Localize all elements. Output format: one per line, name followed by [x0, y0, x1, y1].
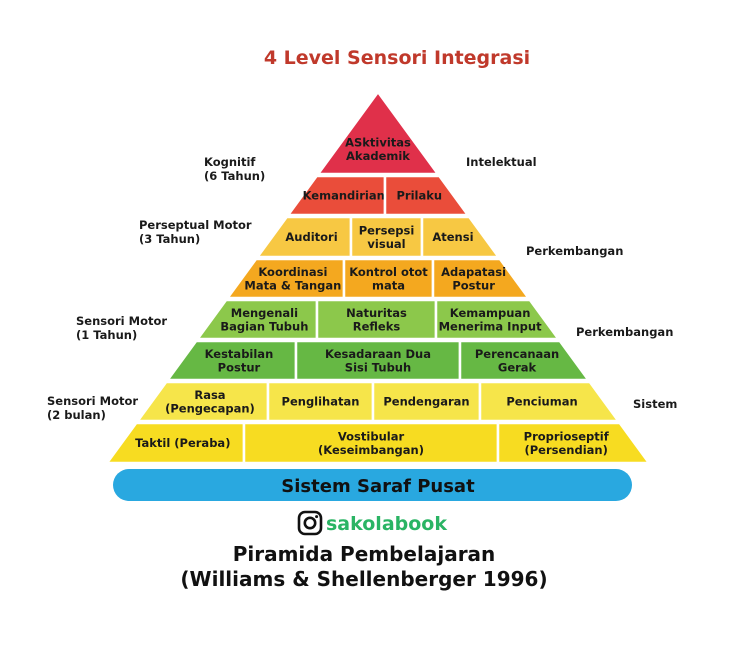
pyramid-cell: Penciuman: [478, 380, 620, 423]
pyramid-cell-label: Prilaku: [397, 189, 443, 203]
pyramid-cell: Taktil (Peraba): [105, 421, 246, 465]
diagram-title: 4 Level Sensori Integrasi: [264, 47, 530, 69]
pyramid-cell: Vostibular(Keseimbangan): [242, 421, 500, 465]
right-label: Intelektual: [466, 155, 537, 169]
pyramid-cell-label: Proprioseptif(Persendian): [524, 429, 610, 457]
right-label: Perkembangan: [576, 325, 673, 339]
base-bar-label: Sistem Saraf Pusat: [281, 476, 475, 497]
base-bar: Sistem Saraf Pusat: [113, 469, 632, 501]
pyramid-cell-shape: [383, 174, 470, 217]
right-label: Sistem: [633, 397, 677, 411]
left-label: Perseptual Motor(3 Tahun): [139, 218, 252, 246]
pyramid-cell-shape: [316, 90, 440, 176]
pyramid-cell-label: Penglihatan: [282, 395, 360, 409]
pyramid-cell-shape: [458, 339, 590, 382]
pyramid-cell-label: Taktil (Peraba): [135, 436, 230, 450]
pyramid-cell-label: Kemandirian: [303, 189, 385, 203]
pyramid-cell: Penglihatan: [266, 380, 375, 423]
pyramid-cell-shape: [478, 380, 620, 423]
pyramid-cell: Proprioseptif(Persendian): [496, 421, 651, 465]
left-label: Sensori Motor(2 bulan): [47, 394, 138, 422]
pyramid-cell-label: Atensi: [432, 230, 473, 244]
pyramid-cell-shape: [431, 257, 530, 300]
caption-line-1: Piramida Pembelajaran: [233, 542, 496, 566]
base-bar-shape: [113, 469, 632, 501]
instagram-icon: [297, 510, 323, 536]
pyramid-cell: Auditori: [256, 215, 353, 259]
pyramid-cell-label: Auditori: [285, 230, 337, 244]
pyramid-cell: Rasa(Pengecapan): [136, 380, 270, 423]
pyramid-cell-label: Penciuman: [506, 395, 577, 409]
left-label: Kognitif(6 Tahun): [204, 155, 265, 183]
pyramid-cell-label: Pendengaran: [383, 395, 469, 409]
right-label: Perkembangan: [526, 244, 623, 258]
pyramid-cell: Pendengaran: [371, 380, 482, 423]
pyramid-cell-label: Rasa(Pengecapan): [165, 388, 255, 416]
right-labels: IntelektualPerkembanganPerkembanganSiste…: [466, 155, 677, 411]
brand-handle: sakolabook: [326, 513, 447, 535]
caption-line-2: (Williams & Shellenberger 1996): [180, 567, 547, 591]
brand: sakolabook: [297, 510, 447, 536]
pyramid-cell-shape: [420, 215, 500, 259]
pyramid-cell-label: Vostibular(Keseimbangan): [318, 429, 424, 457]
pyramid-cell-shape: [496, 421, 651, 465]
pyramid-cell: Atensi: [420, 215, 500, 259]
pyramid-cell-shape: [434, 298, 560, 341]
pyramid-cell: Prilaku: [383, 174, 470, 217]
left-label: Sensori Motor(1 Tahun): [76, 314, 167, 342]
left-labels: Kognitif(6 Tahun) Perseptual Motor(3 Tahu…: [47, 155, 265, 422]
pyramid-cell: Kemandirian: [286, 174, 387, 217]
